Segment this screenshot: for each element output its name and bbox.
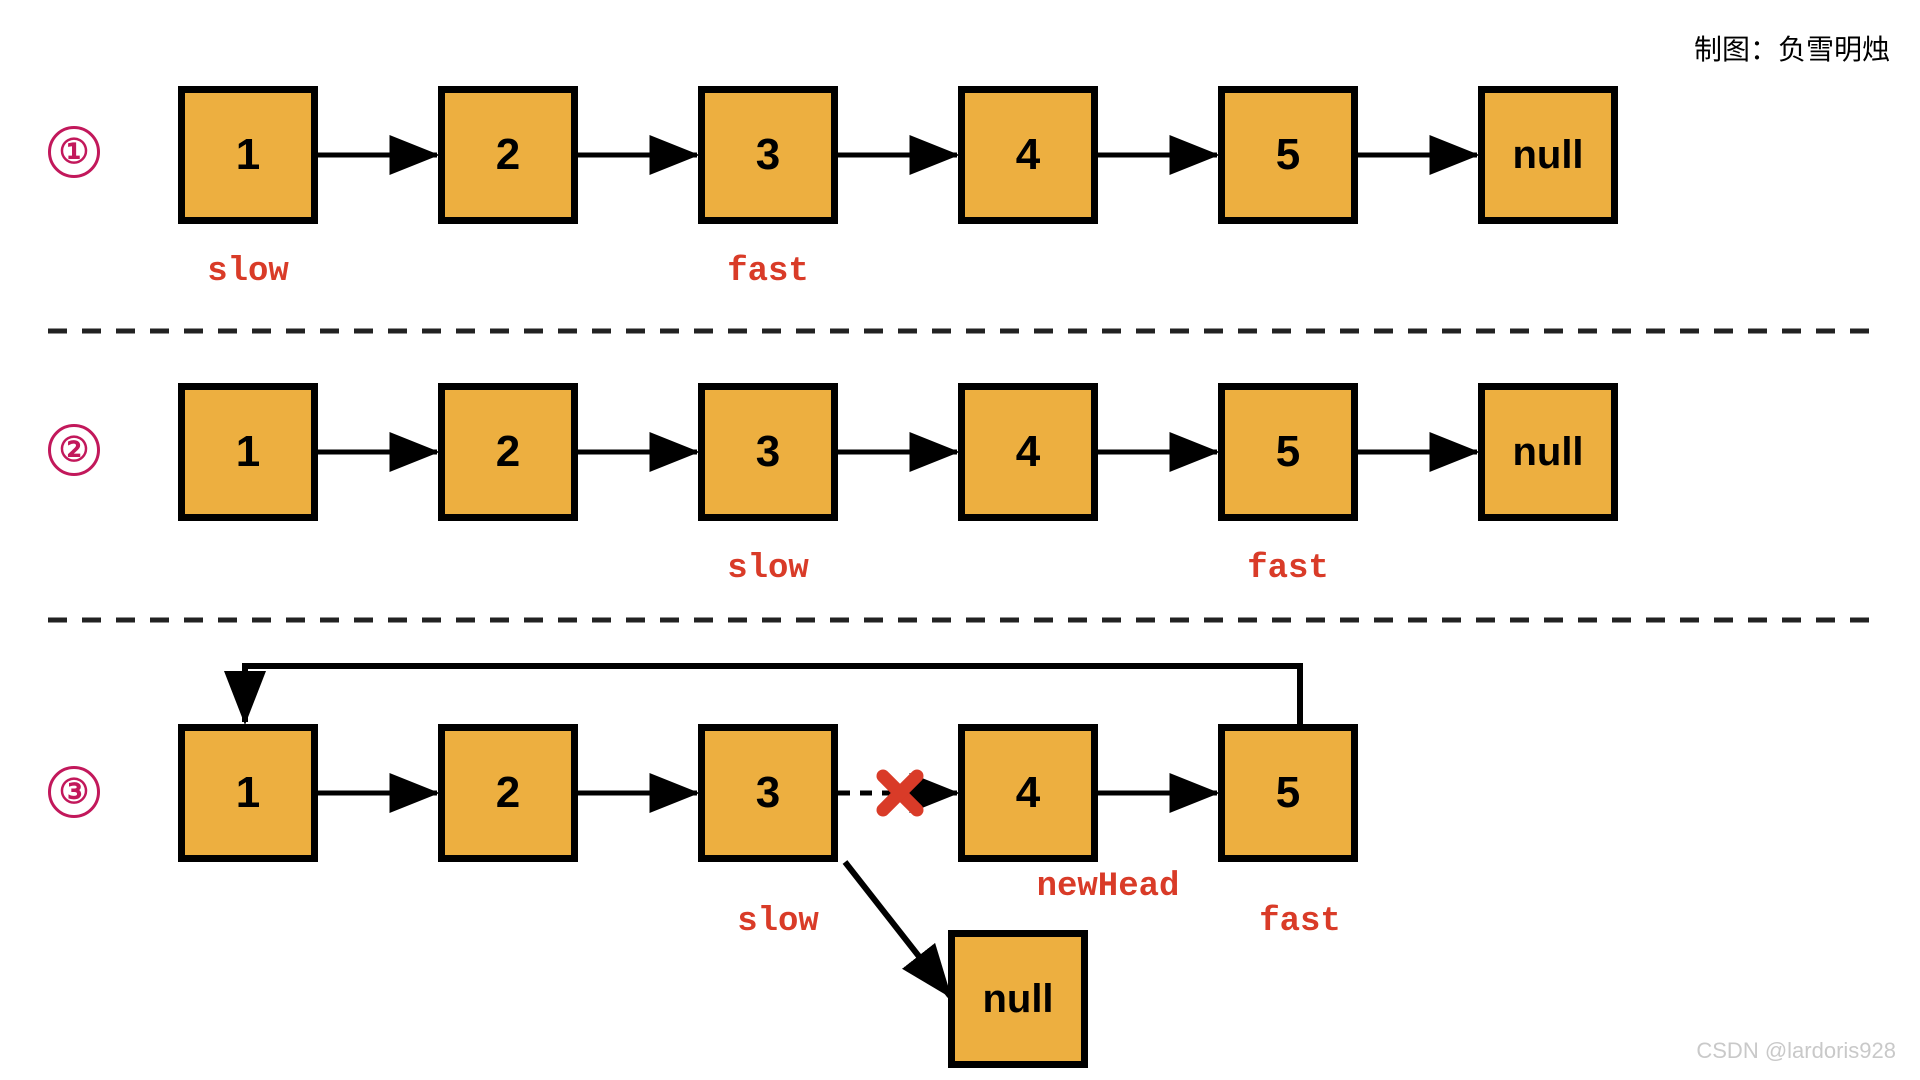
step3-node-3: 3 [698, 724, 838, 862]
step1-node-1: 1 [178, 86, 318, 224]
step2-pointer-slow: slow [727, 550, 809, 588]
author-credit: 制图：负雪明烛 [1693, 34, 1890, 65]
step-badge-3: ③ [48, 766, 100, 818]
step3-node-2: 2 [438, 724, 578, 862]
step1-pointer-slow: slow [207, 253, 289, 291]
step3-node-5: 5 [1218, 724, 1358, 862]
step1-node-4: 4 [958, 86, 1098, 224]
step3-node-1: 1 [178, 724, 318, 862]
step2-node-2: 2 [438, 383, 578, 521]
step2-node-3: 3 [698, 383, 838, 521]
step3-node-null: null [948, 930, 1088, 1068]
step2-node-5: 5 [1218, 383, 1358, 521]
step-badge-2: ② [48, 424, 100, 476]
csdn-watermark: CSDN @lardoris928 [1696, 1038, 1896, 1063]
step3-pointer-fast: fast [1259, 903, 1341, 941]
step3-pointer-slow: slow [737, 903, 819, 941]
step2-node-1: 1 [178, 383, 318, 521]
step2-node-null: null [1478, 383, 1618, 521]
step1-node-5: 5 [1218, 86, 1358, 224]
step1-pointer-fast: fast [727, 253, 809, 291]
step2-pointer-fast: fast [1247, 550, 1329, 588]
step1-node-2: 2 [438, 86, 578, 224]
step-badge-1: ① [48, 126, 100, 178]
step3-pointer-newhead: newHead [1036, 868, 1180, 906]
step3-node-4: 4 [958, 724, 1098, 862]
step2-node-4: 4 [958, 383, 1098, 521]
step1-node-null: null [1478, 86, 1618, 224]
step1-node-3: 3 [698, 86, 838, 224]
